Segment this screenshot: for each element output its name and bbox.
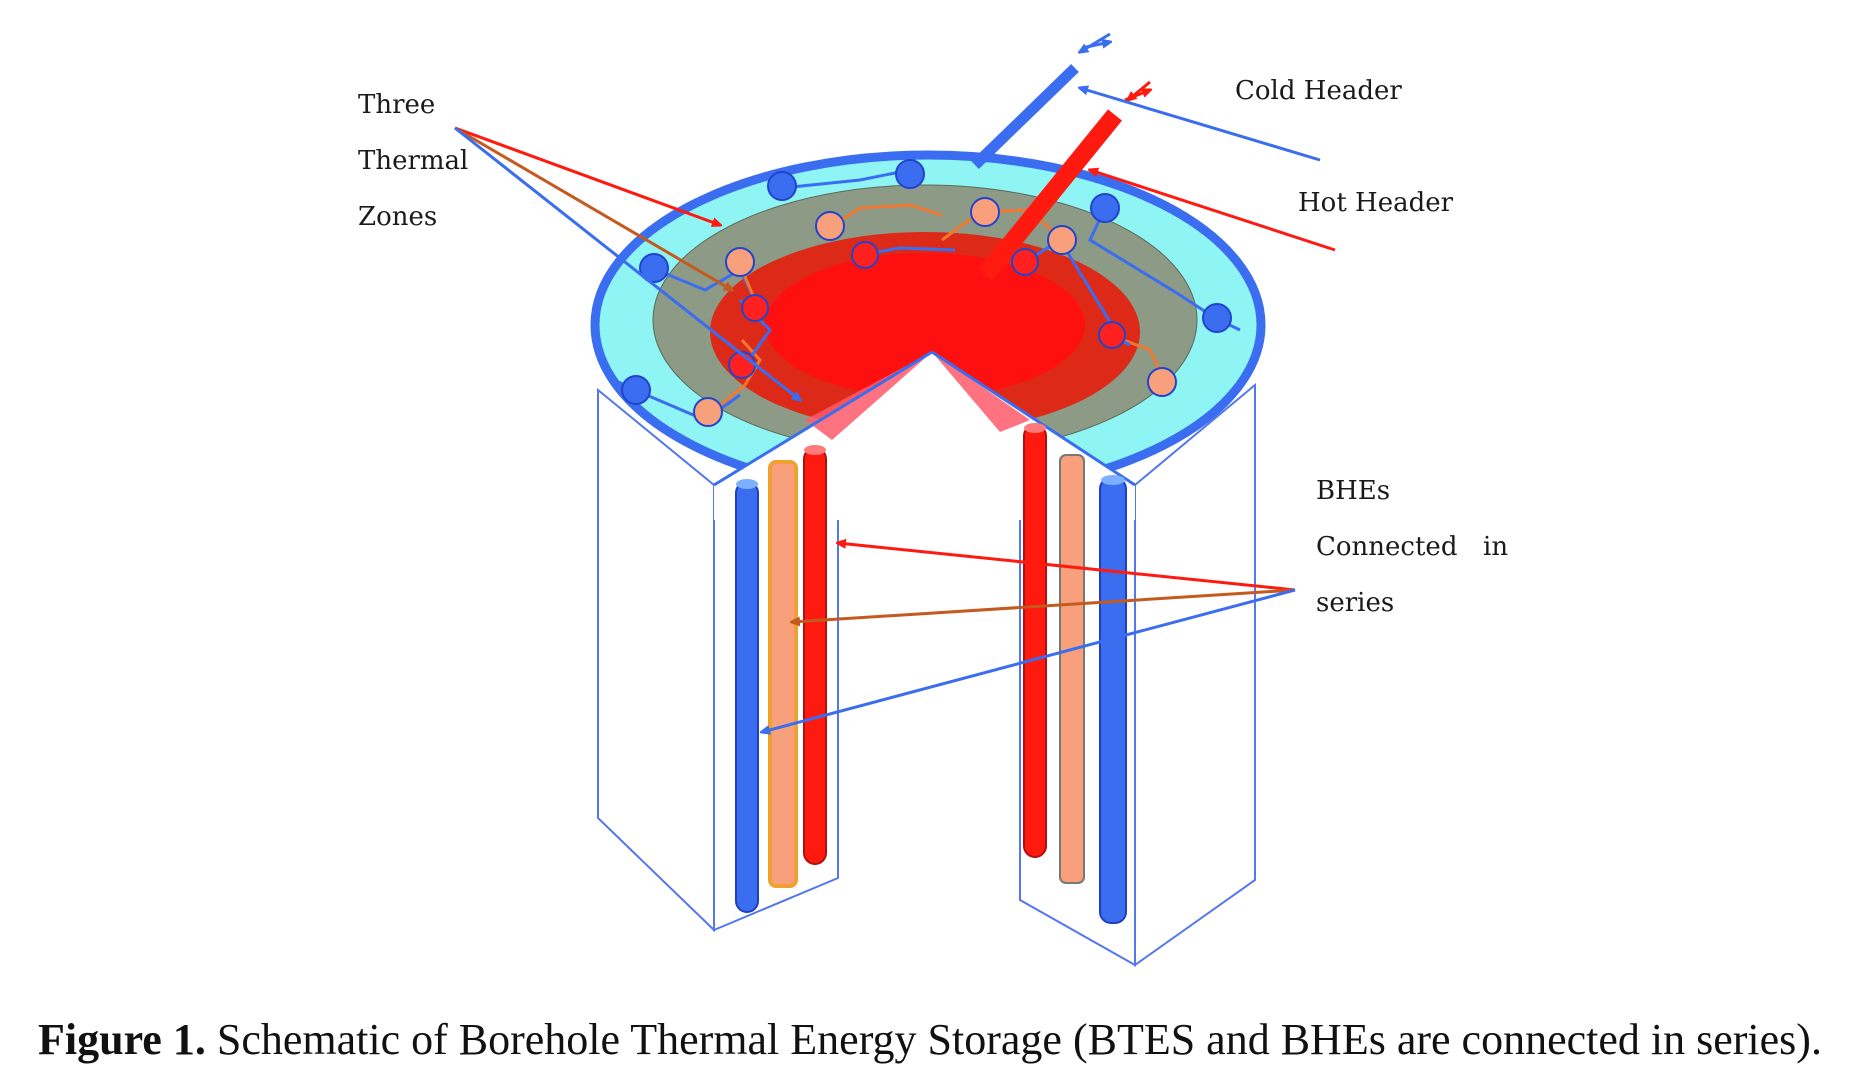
cold-header-label: Cold Header [1235,76,1402,106]
cold-pipe-right [1099,477,1127,924]
cold-bhe-node [1202,303,1232,333]
figure-caption-text: Schematic of Borehole Thermal Energy Sto… [216,1015,1822,1064]
hot-header-label: Hot Header [1298,188,1454,218]
cold-bhe-node [639,253,669,283]
header-callouts [1080,88,1336,252]
cold-bhe-node [1090,193,1120,223]
cold-bhe-node [895,159,925,189]
warm-bhe-node [815,211,845,241]
warm-bhe-node [1147,367,1177,397]
zones-callouts [454,126,800,400]
warm-bhe-node [1047,225,1077,255]
hot-bhe-node [1098,321,1126,349]
bhe-label-line2b: in [1483,532,1509,562]
cold-bhe-node [621,375,651,405]
headers [971,32,1150,281]
bhe-label-line1: BHEs [1316,476,1391,506]
cold-pipe-left [735,481,759,913]
zones-label-line3: Zones [358,202,438,232]
hot-pipe-left [803,447,827,865]
hot-bhe-node [1011,248,1039,276]
bhe-label-line3: series [1316,588,1395,618]
figure-caption: Figure 1. Schematic of Borehole Thermal … [38,1018,1838,1062]
zones-label-line1: Three [358,90,436,120]
hot-bhe-node [851,241,879,269]
bhe-pipes [735,423,1127,924]
warm-bhe-node [725,247,755,277]
btes-schematic [454,32,1336,967]
hot-pipe-right [1023,424,1047,858]
warm-bhe-node [693,397,723,427]
core-zone [765,253,1085,397]
hot-bhe-node [741,294,769,322]
bhe-nodes [621,159,1232,427]
figure-number: Figure 1. [38,1015,206,1064]
cold-bhe-node [767,171,797,201]
bhe-callouts [762,543,1296,732]
zones-label-line2: Thermal [358,146,469,176]
thermal-zones-top [590,150,1266,520]
warm-pipe-left [768,460,798,888]
cold-header-pipe [971,64,1079,169]
hot-header-pipe [978,109,1122,281]
warm-pipe-right [1059,454,1085,884]
bhe-label-line2a: Connected [1316,532,1458,562]
warm-bhe-node [970,197,1000,227]
